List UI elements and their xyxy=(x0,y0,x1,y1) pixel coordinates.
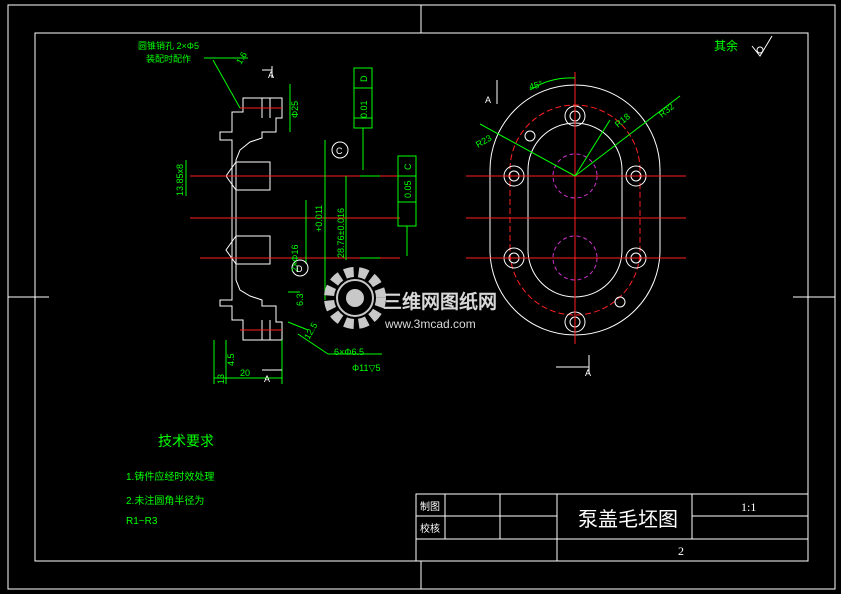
radius-2: R18 xyxy=(613,111,632,129)
tolerance-2-ref: C xyxy=(403,163,413,170)
tolerance-2: 0.05 xyxy=(403,180,413,198)
tolerance-1: 0.01 xyxy=(359,100,369,118)
datum-c: C xyxy=(336,146,343,156)
roughness-2: 6.3 xyxy=(295,293,305,306)
angle-45: 45° xyxy=(528,79,544,92)
watermark-brand: 三维网图纸网 xyxy=(383,290,497,313)
checked-label: 校核 xyxy=(420,522,440,535)
drawing-scale: 1:1 xyxy=(741,500,756,514)
title-block xyxy=(415,493,809,562)
dim-side: 13 xyxy=(216,374,226,384)
section-label-bottom: A xyxy=(264,374,270,384)
dim-v-2: 2×Φ16 xyxy=(290,245,300,272)
watermark-url: www.3mcad.com xyxy=(384,317,476,331)
front-view xyxy=(466,72,686,374)
dim-v-4: 28.76±0.016 xyxy=(336,208,346,258)
note-hole: 圆锥销孔 2×Φ5 xyxy=(138,40,199,51)
dim-v-1: 13.85x8 xyxy=(175,164,185,196)
watermark-gear xyxy=(324,267,386,329)
roughness-1: 1.6 xyxy=(234,50,249,66)
roughness-3: 12.5 xyxy=(302,321,319,341)
radius-3: R32 xyxy=(657,101,676,119)
section-dimensions xyxy=(185,57,417,384)
roughness-symbol xyxy=(751,35,773,57)
dim-bottom-2: 4.5 xyxy=(226,353,236,366)
view-label-bottom: A xyxy=(585,368,591,378)
dim-v-3: +0.011 xyxy=(314,205,324,232)
requirements-item-3: R1~R3 xyxy=(126,516,158,527)
holes-sub: Φ11▽5 xyxy=(352,363,380,373)
dim-v-0: Φ25 xyxy=(290,101,300,118)
tolerance-1-ref: D xyxy=(359,75,369,82)
section-label-top: A xyxy=(268,70,274,80)
datum-d: D xyxy=(296,264,303,274)
requirements-title: 技术要求 xyxy=(158,433,214,449)
drawn-label: 制图 xyxy=(420,500,440,513)
view-label-top: A xyxy=(485,95,491,105)
holes-note: 6×Φ6.5 xyxy=(334,347,364,357)
requirements-item-2: 2.未注圆角半径为 xyxy=(126,494,204,507)
sheet-number: 2 xyxy=(678,544,684,558)
roughness-other-label: 其余 xyxy=(714,38,738,53)
radius-1: R23 xyxy=(474,133,493,150)
dim-bottom-1: 20 xyxy=(240,368,250,378)
drawing-title: 泵盖毛坯图 xyxy=(578,508,678,531)
requirements-item-1: 1.铸件应经时效处理 xyxy=(126,470,214,483)
note-assembly: 装配时配作 xyxy=(146,53,191,64)
